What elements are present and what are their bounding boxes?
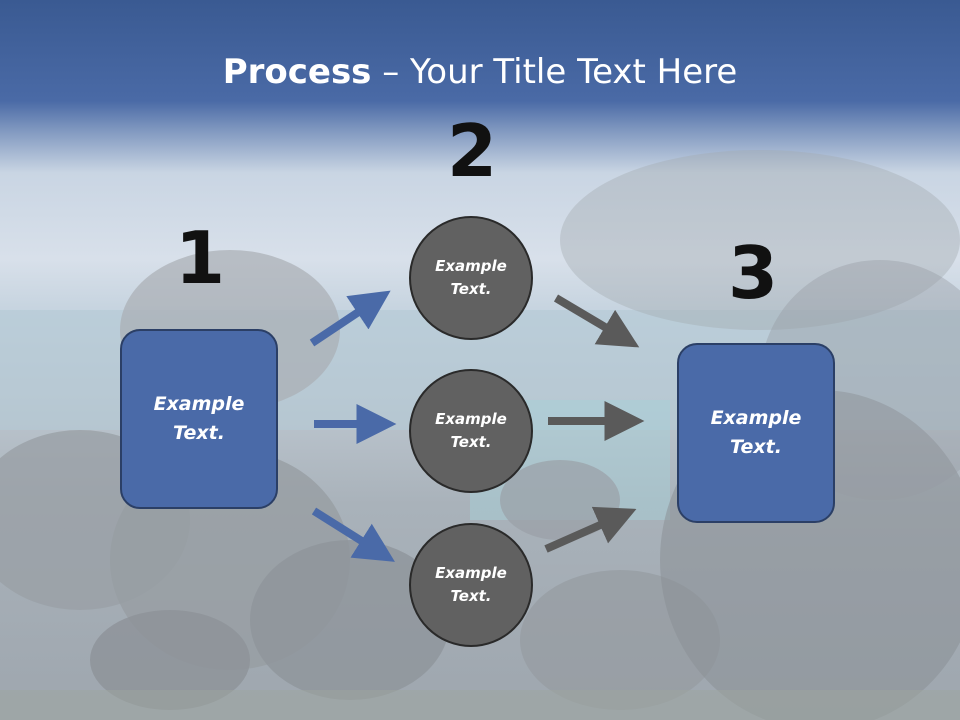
circle-top-line2: Text. — [450, 280, 492, 298]
arrow-bottom-to-right — [544, 506, 637, 553]
circle-step-middle: Example Text. — [409, 369, 533, 493]
circle-bottom-line1: Example — [435, 564, 507, 582]
step-number-3: 3 — [727, 231, 779, 315]
circle-top-text: Example Text. — [435, 255, 507, 301]
circle-top-line1: Example — [435, 257, 507, 275]
arrow-top-to-right — [553, 294, 640, 348]
circle-bottom-text: Example Text. — [435, 562, 507, 608]
right-box-text: Example Text. — [711, 404, 802, 462]
step-number-2: 2 — [446, 109, 498, 193]
step-number-1: 1 — [174, 216, 226, 300]
left-box-line1: Example — [153, 393, 245, 415]
circle-middle-line1: Example — [435, 410, 507, 428]
circle-step-bottom: Example Text. — [409, 523, 533, 647]
title-bold: Process — [222, 52, 372, 92]
left-box-line2: Text. — [173, 422, 225, 444]
circle-middle-text: Example Text. — [435, 408, 507, 454]
title-rest: – Your Title Text Here — [371, 52, 738, 92]
arrow-left-to-top — [309, 290, 391, 347]
right-box-line2: Text. — [730, 436, 782, 458]
right-box-line1: Example — [710, 407, 802, 429]
slide-title: Process – Your Title Text Here — [0, 52, 960, 92]
left-process-box: Example Text. — [120, 329, 278, 509]
circle-bottom-line2: Text. — [450, 587, 492, 605]
arrow-left-to-bottom — [311, 507, 395, 562]
circle-middle-line2: Text. — [450, 433, 492, 451]
left-box-text: Example Text. — [154, 390, 245, 448]
right-process-box: Example Text. — [677, 343, 835, 523]
circle-step-top: Example Text. — [409, 216, 533, 340]
